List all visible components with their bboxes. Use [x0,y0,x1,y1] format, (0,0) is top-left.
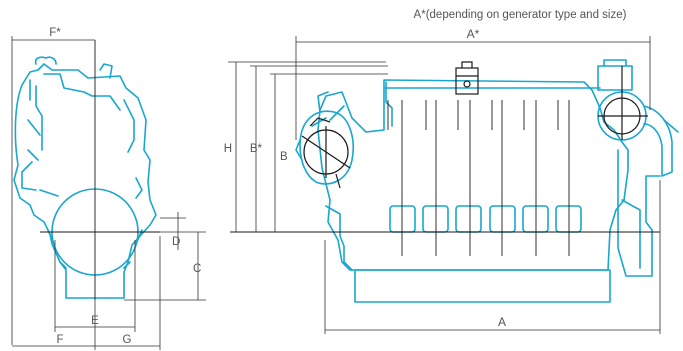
cylinder-lines [387,100,570,256]
end-view: F* D C E F G [11,27,206,350]
label-f: F [56,334,63,346]
label-d: D [172,236,180,248]
label-c: C [193,263,201,275]
label-b-star: B* [250,143,263,155]
label-a: A [498,315,506,329]
label-a-star: A* [467,27,480,41]
label-h: H [224,143,232,155]
side-view: A* H B* B A [224,27,679,334]
drawing-caption: A*(depending on generator type and size) [414,9,627,21]
label-g: G [123,334,132,346]
label-e: E [91,315,99,327]
side-view-details [301,61,648,189]
side-view-engine-outline [295,59,679,303]
label-f-star: F* [49,27,61,39]
label-b: B [280,151,288,163]
